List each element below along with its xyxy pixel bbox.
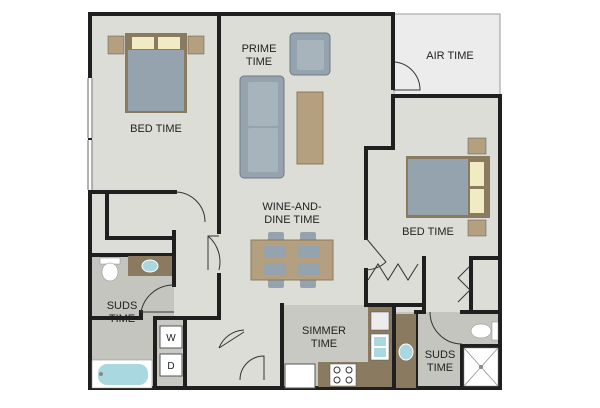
coffee-table xyxy=(296,91,324,165)
prime-label-line1: PRIME xyxy=(242,43,277,55)
bed1-furniture xyxy=(107,33,205,113)
burner xyxy=(333,366,341,374)
washer xyxy=(159,325,183,349)
door-swings xyxy=(140,61,471,381)
refrigerator xyxy=(284,363,316,389)
simmer-label-line1: SIMMER xyxy=(302,325,346,337)
toilet-bowl xyxy=(470,323,492,339)
prime-label-line2: TIME xyxy=(246,56,272,68)
floor-area xyxy=(90,14,500,388)
living-furniture xyxy=(239,32,331,179)
bed-mattress xyxy=(408,159,468,215)
bathtub-water xyxy=(98,364,148,385)
bath1-fixtures xyxy=(91,256,172,389)
dryer xyxy=(159,353,183,377)
dining-table xyxy=(250,239,334,281)
stove xyxy=(329,363,357,387)
sink xyxy=(141,259,159,273)
toilet-bowl xyxy=(101,262,119,282)
sofa-cushion xyxy=(248,82,278,126)
sink xyxy=(398,343,414,361)
placemat xyxy=(264,246,286,258)
burner xyxy=(345,366,353,374)
bed-mattress xyxy=(128,50,184,111)
placemat xyxy=(298,263,320,275)
nightstand xyxy=(467,137,487,155)
nightstand xyxy=(107,35,125,55)
suds2-label-line1: SUDS xyxy=(425,349,456,361)
pillow xyxy=(470,162,484,186)
balcony-area xyxy=(393,13,501,99)
toilet-tank xyxy=(491,321,499,341)
bed2-furniture xyxy=(406,137,490,237)
sofa-cushion xyxy=(248,128,278,172)
washer-label: W xyxy=(166,333,176,344)
bath2-fixtures xyxy=(396,314,499,388)
burner xyxy=(345,376,353,384)
laundry-appliances xyxy=(159,325,183,377)
nightstand xyxy=(467,219,487,237)
armchair-seat xyxy=(297,40,324,70)
dine-label-line1: WINE-AND- xyxy=(262,201,322,213)
suds1-label-line1: SUDS xyxy=(107,300,138,312)
sink-basin xyxy=(374,337,386,346)
shower-drain xyxy=(479,365,483,369)
bed1-label: BED TIME xyxy=(130,123,182,135)
suds1-label-line2: TIME xyxy=(109,313,135,325)
pillow xyxy=(470,189,484,213)
pillow xyxy=(158,37,180,49)
dryer-label: D xyxy=(167,361,174,372)
dine-label-line2: DINE TIME xyxy=(264,214,319,226)
kitchen-fixtures xyxy=(284,307,392,389)
placemat xyxy=(298,246,320,258)
placemat xyxy=(264,263,286,275)
burner xyxy=(333,376,341,384)
windows xyxy=(87,78,93,190)
pillow xyxy=(132,37,154,49)
dining-furniture xyxy=(250,232,334,288)
simmer-label-line2: TIME xyxy=(311,338,337,350)
nightstand xyxy=(187,35,205,55)
air-label: AIR TIME xyxy=(426,50,473,62)
bed2-label: BED TIME xyxy=(402,226,454,238)
sink-basin xyxy=(374,348,386,357)
suds2-label-line2: TIME xyxy=(427,362,453,374)
dishwasher xyxy=(370,311,390,331)
faucet xyxy=(99,372,103,376)
